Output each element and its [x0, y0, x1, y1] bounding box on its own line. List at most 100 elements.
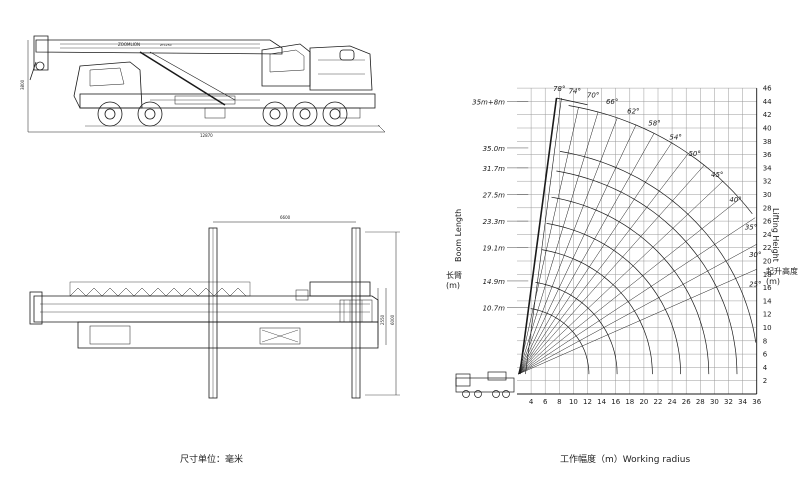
unit-caption: 尺寸单位：毫米 [180, 455, 244, 465]
x-tick-label: 12 [583, 398, 592, 406]
angle-label: 25° [749, 280, 761, 288]
angle-ray [518, 142, 672, 375]
y-tick-label: 40 [763, 125, 772, 133]
boom-length-label: 19.1m [483, 245, 506, 253]
y-tick-label: 44 [763, 98, 772, 106]
x-tick-label: 14 [597, 398, 606, 406]
boom-length-label: 35.0m [483, 145, 506, 153]
boom-length-label: 14.9m [483, 278, 506, 286]
y-tick-label: 34 [763, 164, 772, 172]
angle-ray [518, 269, 757, 375]
boom-length-label: 31.7m [483, 165, 506, 173]
angle-ray [518, 217, 756, 375]
x-tick-label: 24 [668, 398, 677, 406]
angle-label: 35° [745, 224, 757, 232]
y-tick-label: 46 [763, 85, 772, 93]
angle-ray [518, 153, 689, 375]
angle-ray [518, 107, 579, 375]
y-tick-label: 14 [763, 297, 772, 305]
y-tick-label: 30 [763, 191, 772, 199]
dim-width-2: 6000 [390, 314, 395, 325]
angle-label: 70° [587, 91, 599, 99]
angle-ray [518, 181, 723, 375]
y-tick-label: 20 [763, 258, 772, 266]
y-tick-label: 10 [763, 324, 772, 332]
angle-ray [518, 244, 757, 375]
model-text: ZTC250 [160, 43, 172, 47]
y-tick-label: 6 [763, 351, 768, 359]
x-tick-label: 26 [682, 398, 691, 406]
x-tick-label: 4 [529, 398, 534, 406]
angle-label: 45° [711, 171, 723, 179]
y-tick-label: 22 [763, 244, 772, 252]
angle-label: 30° [749, 251, 761, 259]
jib-line [556, 97, 588, 106]
chart-boom [519, 97, 588, 375]
angle-ray [518, 198, 740, 375]
x-tick-label: 8 [557, 398, 561, 406]
boom-length-label: 35m+8m [472, 98, 505, 106]
angle-ray [518, 111, 599, 375]
angle-ray [518, 165, 705, 375]
x-tick-label: 18 [625, 398, 634, 406]
lifting-height-en: Lifting Height [771, 208, 780, 262]
angle-label: 40° [729, 196, 741, 204]
chart-y-ticks: 2468101214161820222426283032343638404244… [763, 85, 772, 386]
angle-ray [518, 133, 655, 375]
crane-side-view [27, 35, 386, 133]
x-tick-label: 22 [654, 398, 663, 406]
x-tick-label: 34 [738, 398, 747, 406]
angle-label: 74° [569, 87, 581, 95]
angle-ray [518, 124, 637, 375]
chart-angle-labels: 78°74°70°66°62°58°54°50°45°40°35°30°25° [553, 85, 761, 289]
y-tick-label: 24 [763, 231, 772, 239]
boom-line-inner [525, 98, 562, 375]
boom-length-label: Boom Length 长臂 (m) [446, 208, 472, 312]
chart-boom-labels: 35m+8m 35.0m 31.7m 27.5m 23.3m 19.1m 14.9m 10.7… [472, 98, 529, 313]
angle-label: 78° [553, 85, 565, 93]
dim-width-1: 2550 [380, 314, 385, 325]
brand-text: ZOOMLION [118, 42, 140, 47]
radius-arc [568, 105, 753, 215]
y-tick-label: 2 [763, 377, 767, 385]
boom-length-label: 10.7m [483, 305, 506, 313]
x-tick-label: 30 [710, 398, 719, 406]
angle-label: 62° [627, 107, 639, 115]
radius-arc [559, 151, 757, 343]
y-tick-label: 12 [763, 311, 772, 319]
lifting-height-label: Lifting Height 起升高度 (m) [766, 208, 798, 318]
y-tick-label: 28 [763, 204, 772, 212]
working-radius-caption: 工作幅度（m）Working radius [560, 455, 691, 465]
chart-grid [517, 87, 758, 395]
y-tick-label: 4 [763, 364, 768, 372]
dim-length: 12870 [200, 133, 213, 138]
boom-length-label: 27.5m [483, 192, 506, 200]
y-tick-label: 36 [763, 151, 772, 159]
x-tick-label: 32 [724, 398, 733, 406]
lifting-height-cn: 起升高度 (m) [766, 267, 798, 286]
y-tick-label: 16 [763, 284, 772, 292]
boom-length-label: 23.3m [483, 218, 506, 226]
angle-label: 54° [669, 133, 681, 141]
y-tick-label: 26 [763, 218, 772, 226]
boom-line [519, 97, 558, 375]
y-tick-label: 32 [763, 178, 772, 186]
angle-ray [518, 117, 618, 375]
dim-height: 3800 [20, 79, 25, 90]
x-tick-label: 16 [611, 398, 620, 406]
x-tick-label: 36 [752, 398, 761, 406]
y-tick-label: 8 [763, 337, 767, 345]
x-tick-label: 28 [696, 398, 705, 406]
dim-span: 6600 [280, 215, 291, 220]
x-tick-label: 20 [639, 398, 648, 406]
angle-label: 58° [648, 119, 660, 127]
x-tick-label: 10 [569, 398, 578, 406]
crane-top-view [29, 221, 400, 399]
boom-length-en: Boom Length [454, 208, 463, 262]
chart-angle-rays [518, 107, 757, 375]
y-tick-label: 18 [763, 271, 772, 279]
